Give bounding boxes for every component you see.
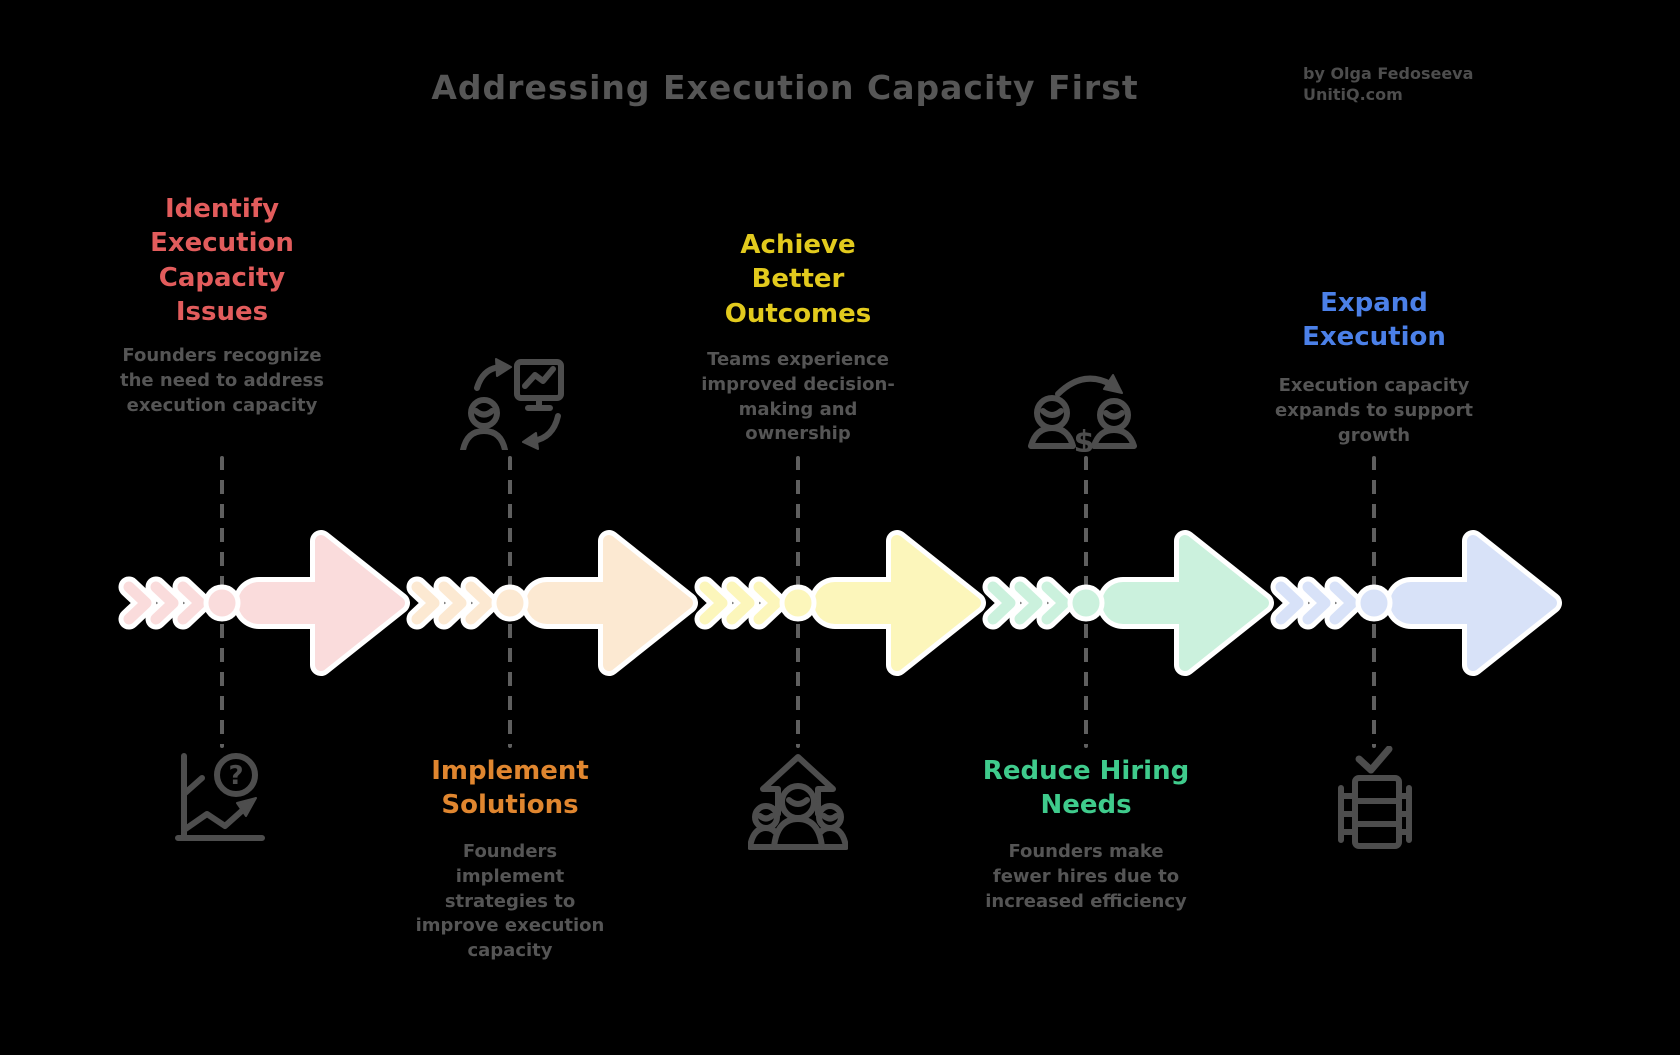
- check-mark: [1355, 745, 1393, 774]
- timeline-arrow-graphic: [1270, 530, 1562, 676]
- milestone-dot: [779, 584, 817, 622]
- page-title: Addressing Execution Capacity First: [431, 68, 1139, 107]
- milestone-dot: [1067, 584, 1105, 622]
- stage-description: Teams experience improved decision-makin…: [701, 349, 895, 445]
- server-check-icon: [1338, 745, 1412, 849]
- stage-icon: [747, 750, 849, 854]
- chevron-icons: [987, 581, 1070, 625]
- cycle-arrowhead-down: [522, 432, 539, 450]
- declining-chart-question-icon: ?: [175, 753, 265, 841]
- stage-icon: [1325, 745, 1423, 854]
- chevron-icons: [411, 581, 494, 625]
- big-arrow: [315, 535, 405, 671]
- cycle-arrowhead-up: [495, 358, 512, 377]
- big-arrow: [1179, 535, 1269, 671]
- stage-description: Execution capacity expands to support gr…: [1275, 375, 1473, 446]
- server-body: [1352, 775, 1402, 849]
- question-mark: ?: [228, 761, 243, 791]
- stage-description: Founders make fewer hires due to increas…: [985, 841, 1187, 912]
- person-monitor-cycle-icon: [460, 358, 564, 453]
- stage-title: Reduce Hiring Needs: [982, 756, 1190, 821]
- stage-icon: ?: [174, 748, 270, 852]
- big-arrow: [603, 535, 693, 671]
- timeline-arrow-graphic: [982, 530, 1274, 676]
- byline-author: by Olga Fedoseeva: [1303, 64, 1474, 83]
- timeline-arrow-graphic: [118, 530, 410, 676]
- stage-description: Founders implement strategies to improve…: [415, 841, 605, 962]
- milestone-dot: [491, 584, 529, 622]
- big-arrow: [1467, 535, 1557, 671]
- stage-description: Founders recognize the need to address e…: [120, 345, 324, 416]
- up-arrow: [760, 754, 836, 817]
- chevron-icons: [699, 581, 782, 625]
- byline: by Olga Fedoseeva UnitiQ.com: [1303, 64, 1473, 106]
- stage-icon: [455, 356, 565, 454]
- chevron-icons: [123, 581, 206, 625]
- big-arrow: [891, 535, 981, 671]
- transfer-arrowhead: [1103, 374, 1123, 394]
- trend-arrowhead: [236, 797, 257, 817]
- stage-title: Implement Solutions: [431, 756, 589, 821]
- people-transfer-dollar-icon: $: [1028, 374, 1137, 460]
- timeline-arrow-graphic: [694, 530, 986, 676]
- team-growth-arrow-icon: [747, 754, 849, 850]
- byline-site: UnitiQ.com: [1303, 84, 1403, 104]
- milestone-dot: [203, 584, 241, 622]
- dollar-sign: $: [1074, 425, 1095, 452]
- timeline-arrow-graphic: [406, 530, 698, 676]
- stage-icon: $: [1028, 360, 1144, 460]
- stage-title: Identify Execution Capacity Issues: [150, 194, 294, 327]
- stage-title: Expand Execution: [1302, 288, 1446, 353]
- chevron-icons: [1275, 581, 1358, 625]
- milestone-dot: [1355, 584, 1393, 622]
- stage-title: Achieve Better Outcomes: [724, 230, 872, 329]
